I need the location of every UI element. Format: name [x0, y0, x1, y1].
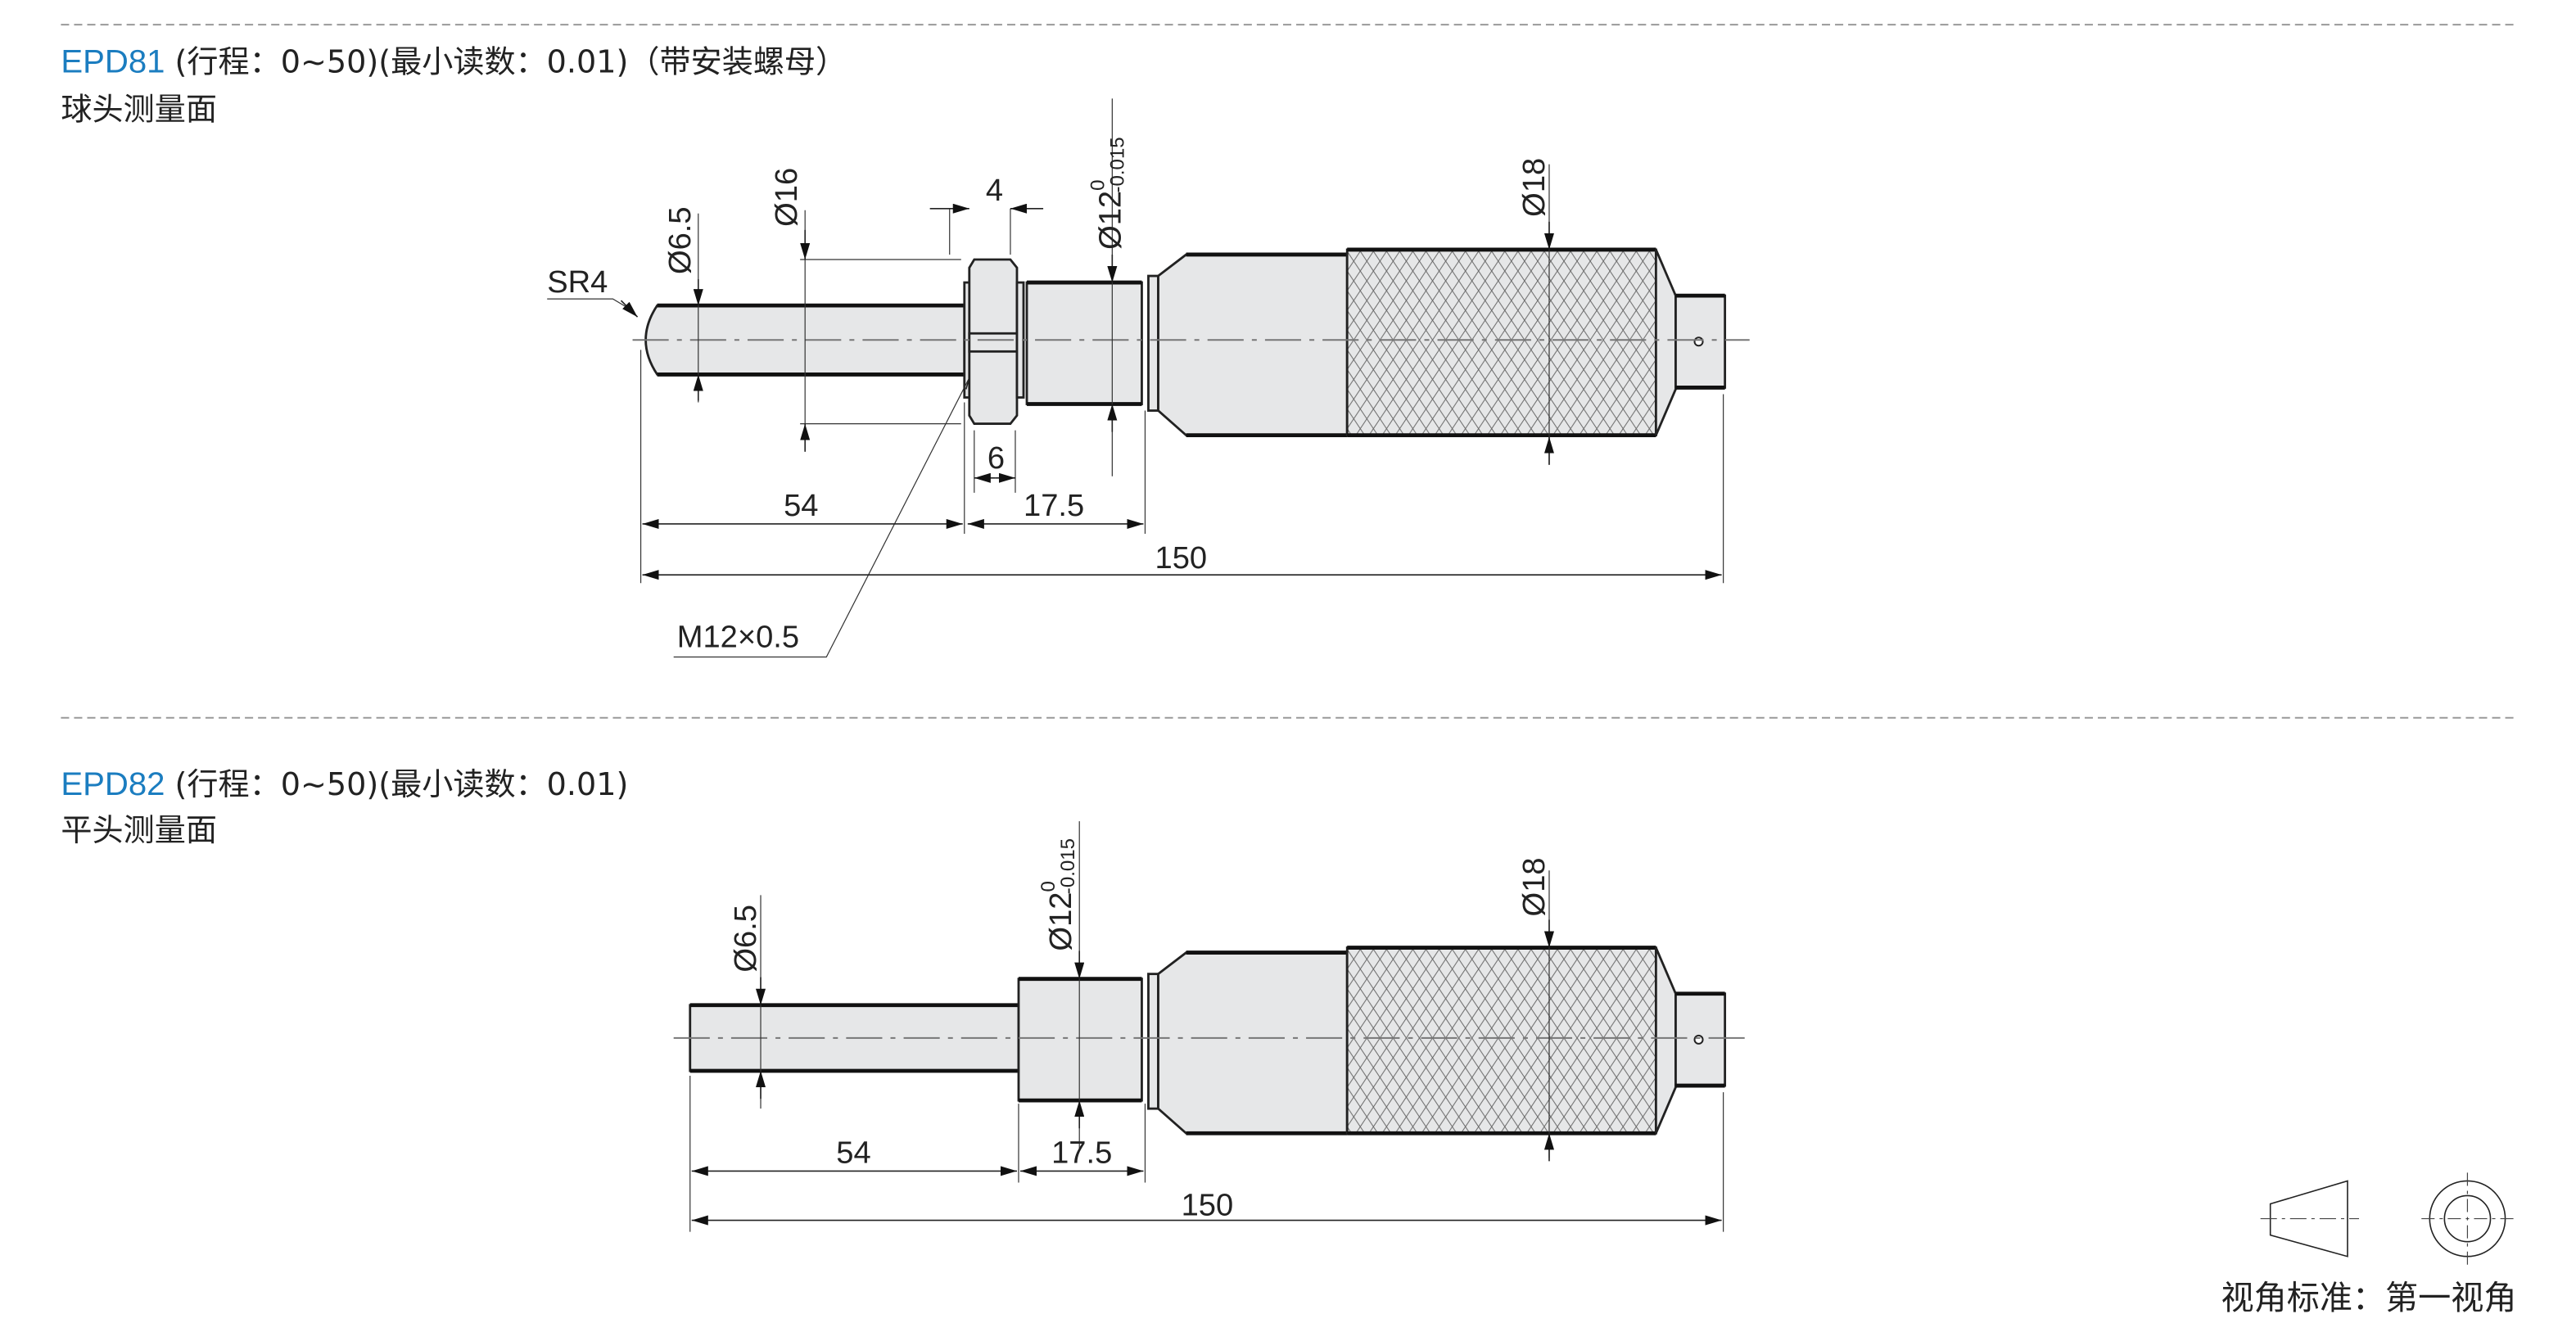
dim-tip-diameter: Ø6.5 [663, 206, 698, 274]
dim-nut-width: 4 [986, 174, 1003, 208]
dim-sleeve-diameter: Ø120-0.015 [1037, 838, 1079, 951]
tol-upper: 0 [1087, 179, 1109, 190]
dim-sleeve-diameter: Ø120-0.015 [1087, 137, 1128, 250]
dim-total-length: 150 [1155, 541, 1208, 576]
dim-thread: M12×0.5 [677, 620, 799, 654]
section-epd82: EPD82 (行程：0~50)(最小读数：0.01) 平头测量面 Ø6.5 Ø12… [61, 765, 1750, 1232]
dim-nut-diameter: Ø16 [770, 168, 804, 227]
dim-total-length: 150 [1182, 1189, 1234, 1223]
tol-lower: -0.015 [1057, 838, 1079, 894]
dim-shaft-length: 54 [784, 489, 818, 523]
dim-sphere-radius: SR4 [547, 265, 608, 300]
model-code: EPD81 [61, 43, 165, 79]
dim-groove: 6 [987, 441, 1005, 476]
micrometer-drawing: Ø6.5 Ø120-0.015 Ø18 54 17.5 150 [673, 821, 1750, 1232]
tol-lower: -0.015 [1106, 137, 1128, 192]
subtitle: 平头测量面 [61, 812, 217, 848]
dim-sleeve-length: 17.5 [1051, 1136, 1112, 1170]
svg-text:EPD81(行程：0~50)(最小读数：0.01)（带安装螺: EPD81 (行程：0~50)(最小读数：0.01)（带安装螺母） [61, 43, 847, 79]
dim-tip-diameter: Ø6.5 [729, 905, 763, 973]
model-code: EPD82 [61, 765, 165, 802]
projection-symbol: 视角标准：第一视角 [2221, 1172, 2517, 1317]
dim-shaft-length: 54 [836, 1136, 870, 1170]
micrometer-drawing: SR4 Ø6.5 Ø16 4 Ø120-0.015 Ø18 6 54 17.5 … [547, 98, 1750, 658]
dim-thimble-diameter: Ø18 [1517, 857, 1552, 916]
svg-text:EPD82(行程：0~50)(最小读数：0.01): EPD82 (行程：0~50)(最小读数：0.01) [61, 765, 628, 802]
model-spec: (行程：0~50)(最小读数：0.01) [175, 766, 629, 802]
projection-label: 视角标准：第一视角 [2221, 1280, 2517, 1317]
subtitle: 球头测量面 [61, 91, 217, 127]
dim-thimble-diameter: Ø18 [1517, 158, 1552, 217]
dim-sleeve-length: 17.5 [1024, 489, 1084, 523]
model-spec: (行程：0~50)(最小读数：0.01)（带安装螺母） [175, 43, 847, 79]
tol-upper: 0 [1037, 881, 1060, 892]
section-epd81: EPD81 (行程：0~50)(最小读数：0.01)（带安装螺母） 球头测量面 [61, 43, 1750, 658]
